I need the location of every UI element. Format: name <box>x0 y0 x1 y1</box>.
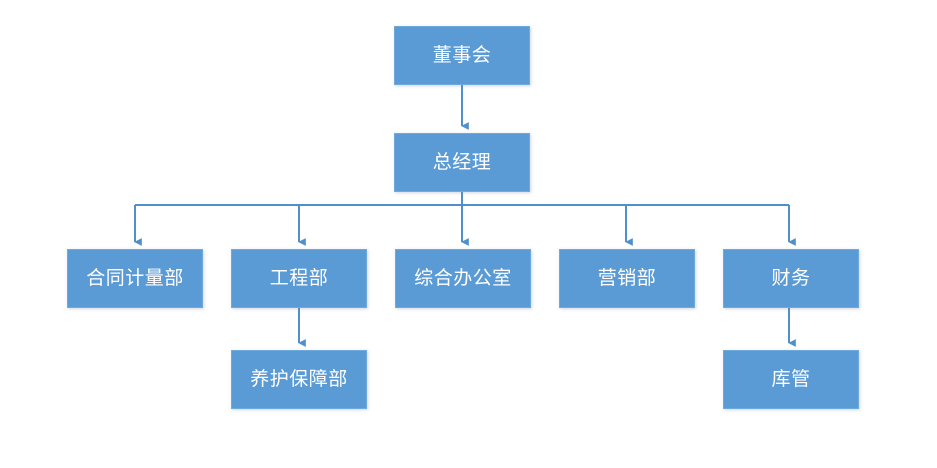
node-general-office[interactable]: 综合办公室 <box>395 249 531 308</box>
node-warehouse-management-label: 库管 <box>771 368 811 390</box>
node-finance[interactable]: 财务 <box>723 249 859 308</box>
node-general-manager[interactable]: 总经理 <box>394 133 530 192</box>
node-warehouse-management[interactable]: 库管 <box>723 350 859 409</box>
node-board[interactable]: 董事会 <box>394 26 530 85</box>
node-marketing-dept-label: 营销部 <box>597 267 657 289</box>
node-engineering-dept-label: 工程部 <box>269 267 329 289</box>
node-maintenance-support-dept-label: 养护保障部 <box>250 368 348 390</box>
node-marketing-dept[interactable]: 营销部 <box>559 249 695 308</box>
node-general-manager-label: 总经理 <box>432 151 492 173</box>
node-contract-measurement-dept-label: 合同计量部 <box>86 267 184 289</box>
node-finance-label: 财务 <box>771 267 811 289</box>
node-board-label: 董事会 <box>432 44 492 66</box>
node-contract-measurement-dept[interactable]: 合同计量部 <box>67 249 203 308</box>
node-engineering-dept[interactable]: 工程部 <box>231 249 367 308</box>
node-general-office-label: 综合办公室 <box>414 267 512 289</box>
node-maintenance-support-dept[interactable]: 养护保障部 <box>231 350 367 409</box>
